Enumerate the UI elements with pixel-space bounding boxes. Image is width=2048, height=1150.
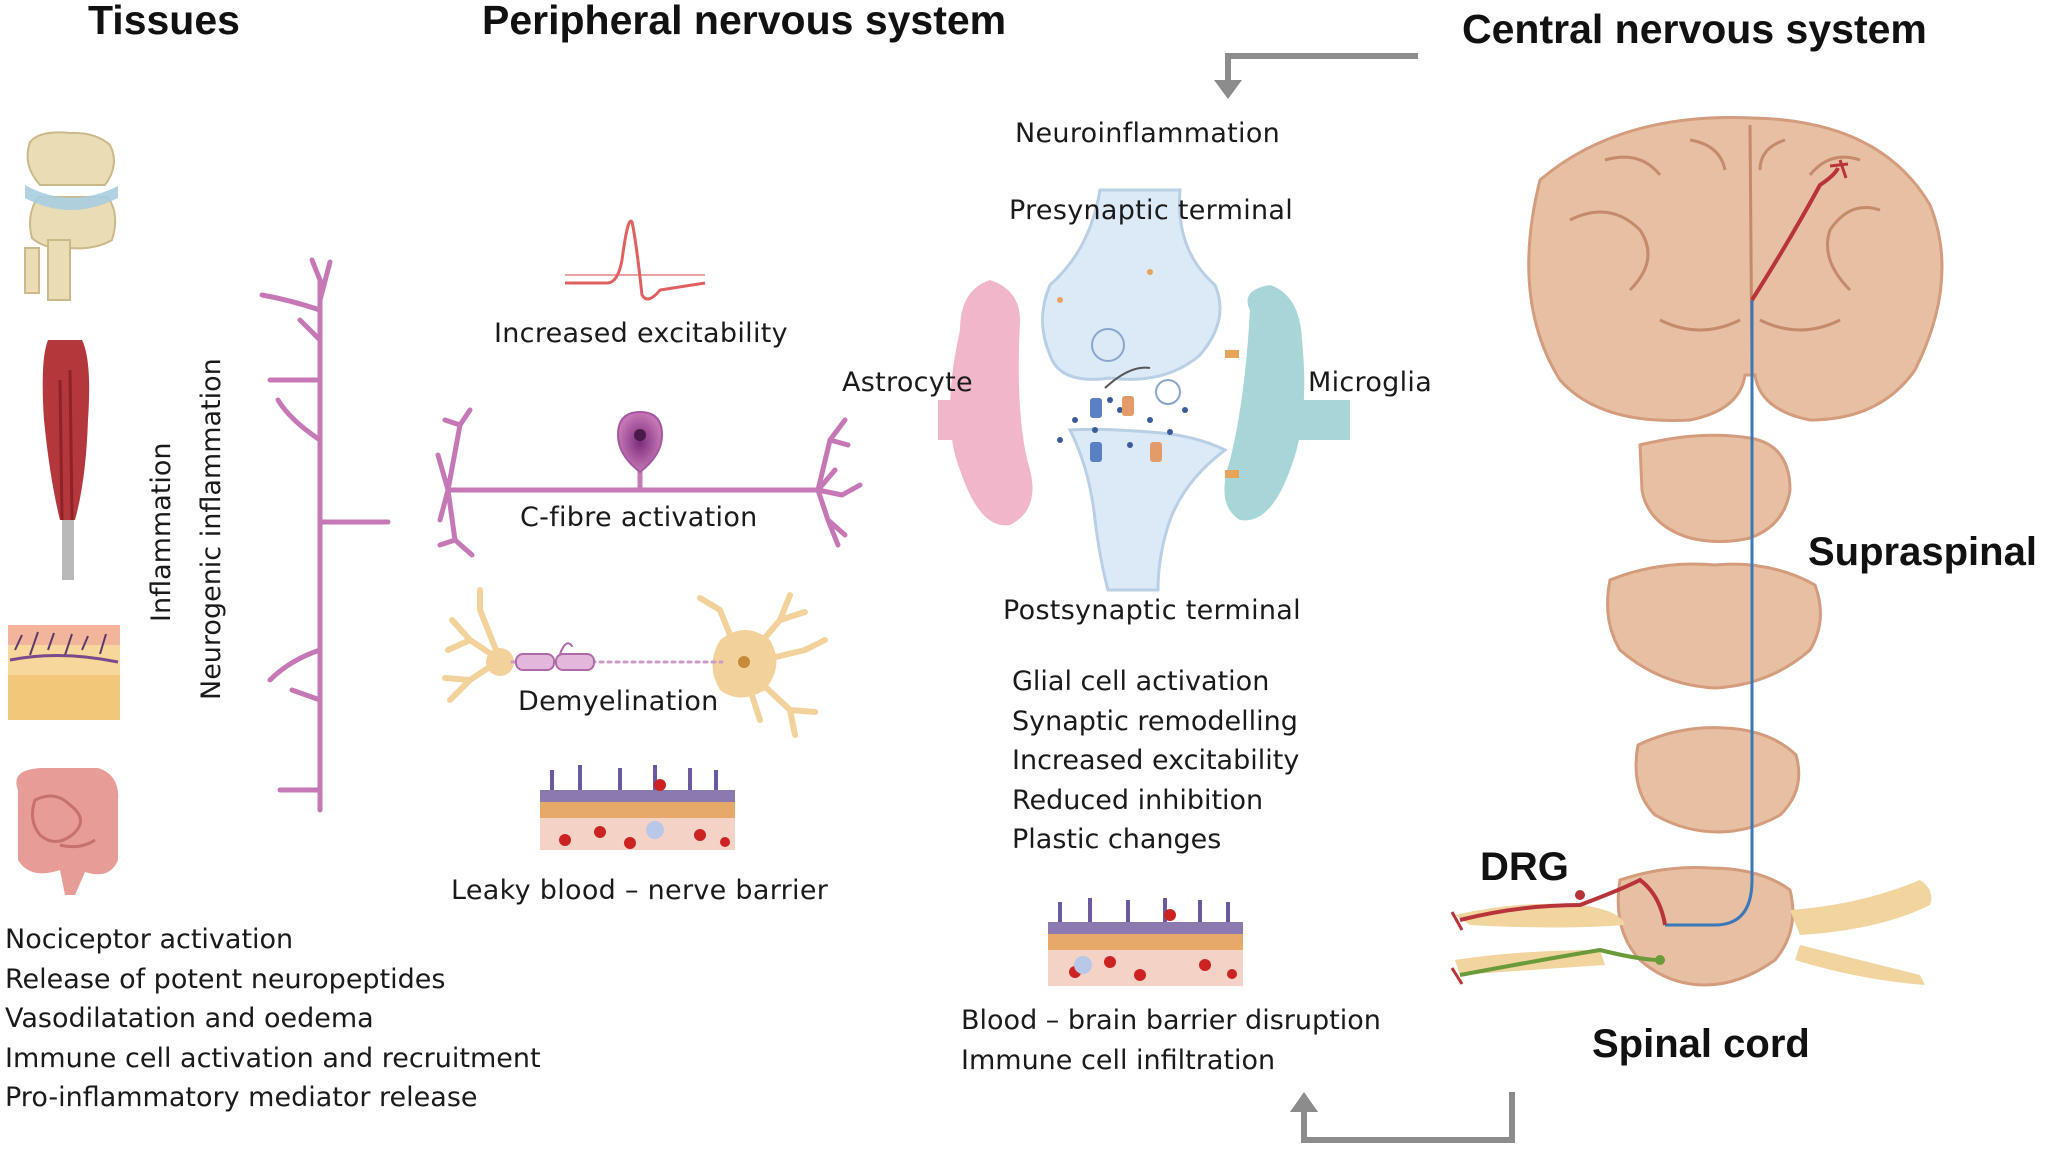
supraspinal-label: Supraspinal (1808, 530, 2037, 574)
list-item: Increased excitability (1012, 745, 1300, 776)
drg-label: DRG (1480, 845, 1569, 889)
postsynaptic-terminal-label: Postsynaptic terminal (1003, 595, 1301, 626)
action-potential-graph (565, 219, 706, 301)
demyelination-label: Demyelination (518, 686, 719, 717)
presynaptic-terminal-label: Presynaptic terminal (1009, 195, 1294, 226)
barrier-disruption-list: Blood – brain barrier disruption Immune … (961, 1001, 1381, 1080)
knee-joint-icon (24, 131, 118, 301)
pain-pathway (1450, 159, 1849, 985)
brainstem-sections (1606, 433, 1822, 987)
tissue-effects-list: Nociceptor activation Release of potent … (5, 920, 541, 1118)
intestine-icon (16, 768, 119, 895)
tissues-heading: Tissues (88, 0, 240, 43)
inflammation-label: Inflammation (146, 442, 177, 623)
list-item: Pro-inflammatory mediator release (5, 1082, 478, 1113)
central-heading: Central nervous system (1462, 6, 1927, 52)
skin-icon (8, 625, 120, 720)
c-fibre-cell-body (616, 410, 664, 474)
microglia-label: Microglia (1308, 367, 1433, 398)
list-item: Glial cell activation (1012, 666, 1270, 697)
list-item: Vasodilatation and oedema (5, 1003, 374, 1034)
list-item: Blood – brain barrier disruption (961, 1005, 1381, 1036)
neuroinflammation-label: Neuroinflammation (1015, 118, 1281, 149)
synaptic-changes-list: Glial cell activation Synaptic remodelli… (1012, 662, 1299, 860)
neurogenic-inflammation-label: Neurogenic inflammation (196, 358, 227, 700)
list-item: Nociceptor activation (5, 924, 294, 955)
feedback-arrow-bottom (1290, 1092, 1515, 1143)
astrocyte-label: Astrocyte (842, 367, 973, 398)
list-item: Immune cell infiltration (961, 1044, 1276, 1076)
list-item: Plastic changes (1012, 824, 1222, 855)
blood-nerve-barrier-image (540, 765, 735, 850)
increased-excitability-label: Increased excitability (494, 318, 788, 349)
blood-nerve-barrier-label: Leaky blood – nerve barrier (451, 875, 829, 906)
brain-section-image (1527, 116, 1944, 422)
feedback-arrow-top (1214, 53, 1418, 99)
spinal-cord-label: Spinal cord (1592, 1022, 1810, 1066)
synapse-illustration (938, 188, 1350, 592)
peripheral-heading: Peripheral nervous system (482, 0, 1007, 43)
list-item: Release of potent neuropeptides (5, 963, 446, 995)
muscle-icon (42, 340, 90, 580)
demyelination-neurons (442, 587, 828, 738)
blood-brain-barrier-image (1048, 898, 1243, 986)
c-fibre-neuron (435, 407, 863, 558)
c-fibre-activation-label: C-fibre activation (520, 502, 758, 533)
list-item: Immune cell activation and recruitment (5, 1042, 541, 1074)
list-item: Synaptic remodelling (1012, 705, 1298, 737)
nerve-branch-tree (259, 257, 391, 813)
list-item: Reduced inhibition (1012, 784, 1264, 816)
